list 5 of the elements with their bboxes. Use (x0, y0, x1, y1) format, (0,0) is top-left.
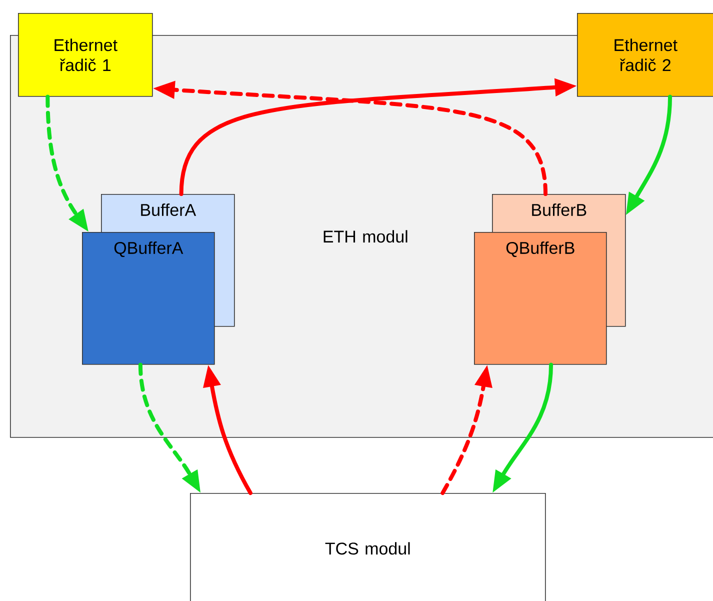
buffer-box: QBufferA (82, 232, 215, 365)
buffer-box: QBufferB (474, 232, 607, 365)
module-box: TCS modul (190, 492, 546, 601)
controller-box: Ethernet řadič 1 (18, 12, 153, 97)
controller-box: Ethernet řadič 2 (577, 12, 713, 97)
